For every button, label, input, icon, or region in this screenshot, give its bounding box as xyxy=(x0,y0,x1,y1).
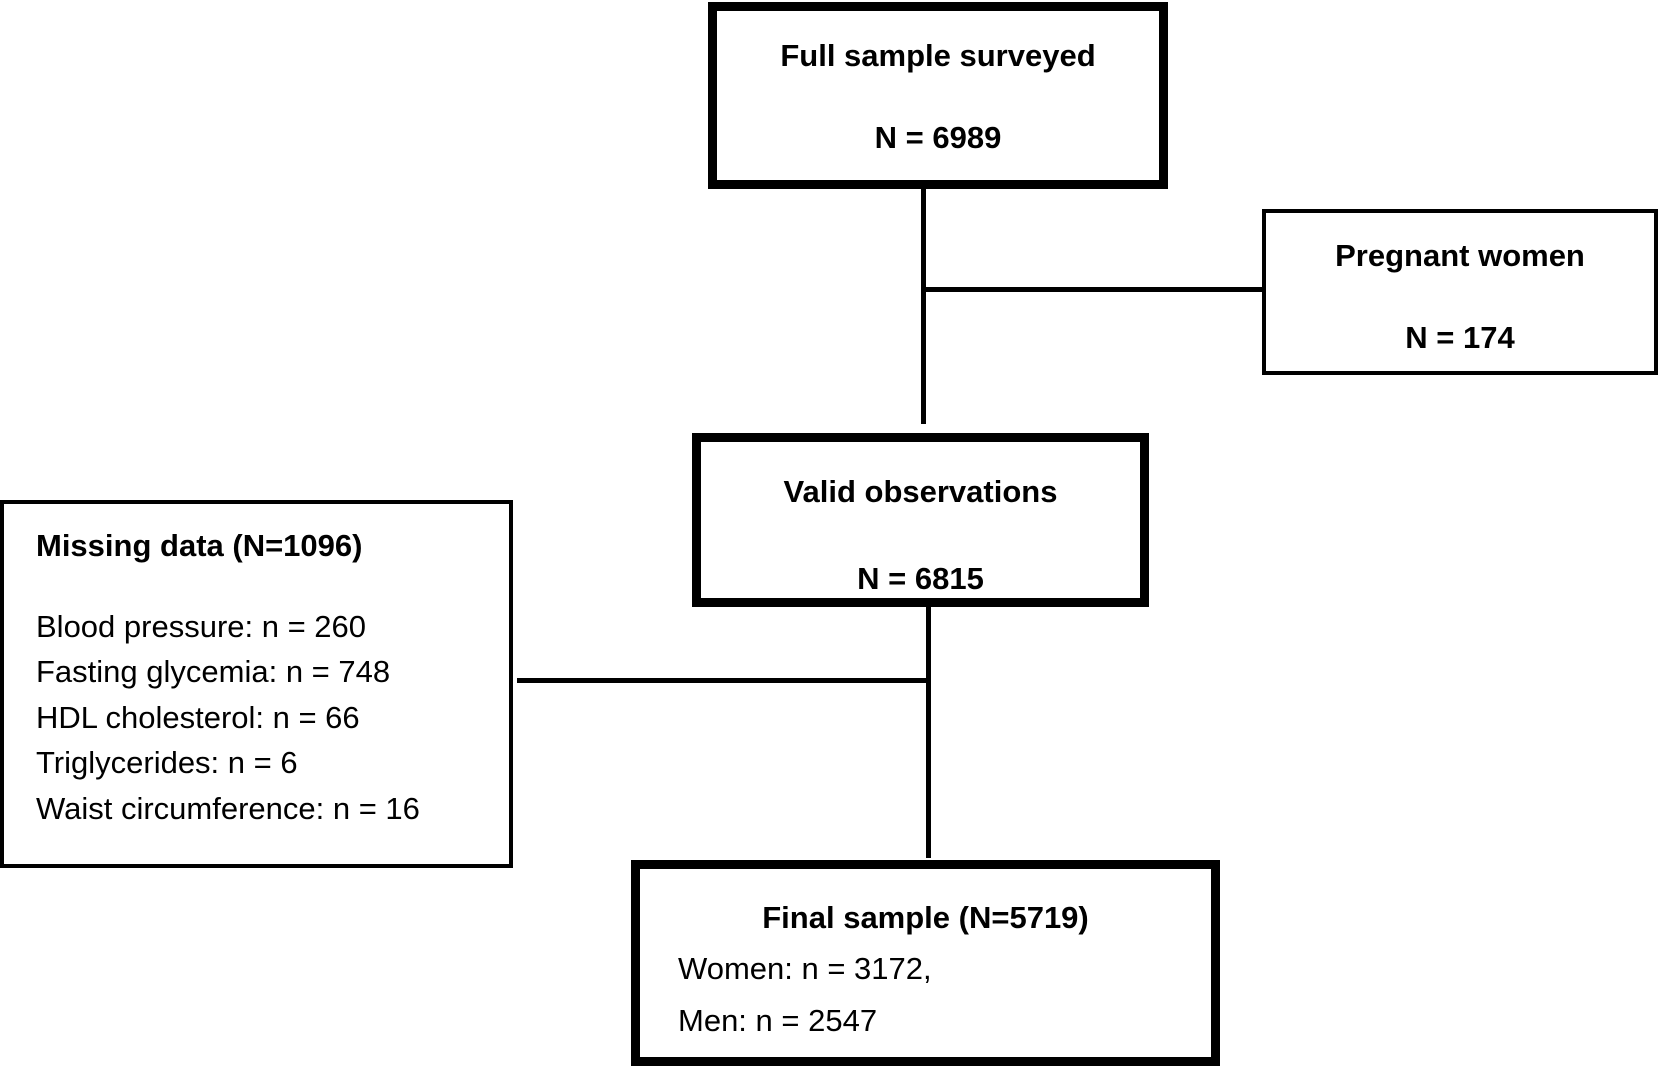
pregnant-women-box: Pregnant women N = 174 xyxy=(1262,209,1658,375)
missing-item-fasting-glycemia: Fasting glycemia: n = 748 xyxy=(36,654,391,689)
missing-item-hdl-cholesterol: HDL cholesterol: n = 66 xyxy=(36,700,360,735)
full-sample-title: Full sample surveyed xyxy=(780,38,1096,73)
connector-full-to-valid xyxy=(921,188,926,424)
final-sample-title: Final sample (N=5719) xyxy=(762,900,1089,935)
full-sample-box: Full sample surveyed N = 6989 xyxy=(708,2,1168,189)
connector-to-pregnant xyxy=(926,287,1264,292)
pregnant-women-title: Pregnant women xyxy=(1335,238,1585,273)
missing-item-triglycerides: Triglycerides: n = 6 xyxy=(36,745,298,780)
final-item-women: Women: n = 3172, xyxy=(678,951,932,986)
missing-item-blood-pressure: Blood pressure: n = 260 xyxy=(36,609,367,644)
final-sample-box: Final sample (N=5719) Women: n = 3172, M… xyxy=(631,860,1220,1066)
missing-data-box: Missing data (N=1096) Blood pressure: n … xyxy=(0,500,513,868)
missing-item-waist-circumference: Waist circumference: n = 16 xyxy=(36,791,420,826)
connector-to-missing xyxy=(517,678,926,683)
connector-valid-to-final xyxy=(926,604,931,858)
valid-observations-title: Valid observations xyxy=(783,474,1058,509)
valid-observations-count: N = 6815 xyxy=(857,561,984,596)
valid-observations-box: Valid observations N = 6815 xyxy=(692,433,1149,607)
missing-data-title: Missing data (N=1096) xyxy=(36,528,363,563)
pregnant-women-count: N = 174 xyxy=(1405,320,1515,355)
full-sample-count: N = 6989 xyxy=(874,120,1002,155)
final-item-men: Men: n = 2547 xyxy=(678,1003,878,1038)
